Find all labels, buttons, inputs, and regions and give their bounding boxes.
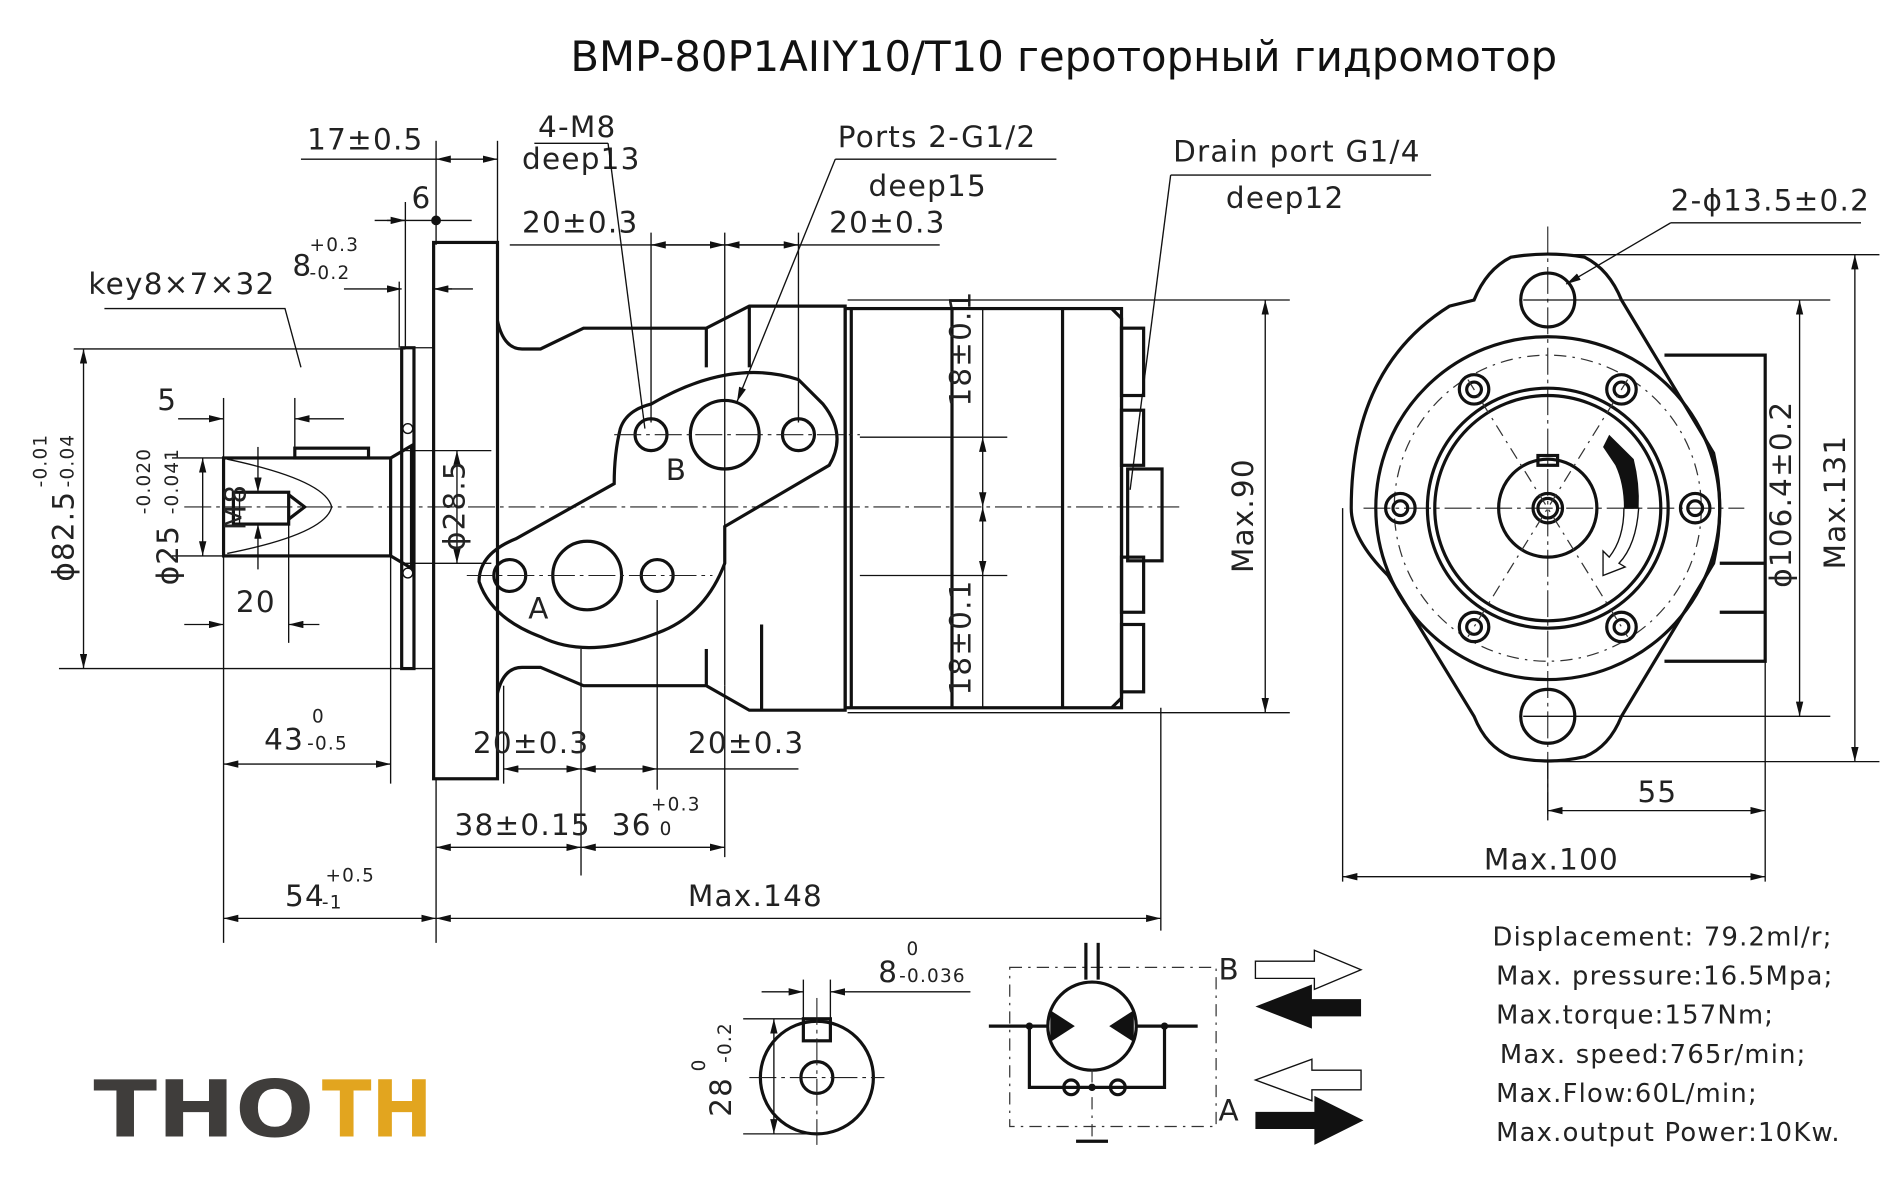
dim-max131: Max.131 bbox=[1818, 435, 1852, 570]
dim-25-upper: -0.020 bbox=[134, 448, 155, 514]
motor-housing bbox=[495, 304, 1124, 712]
key-label: key8×7×32 bbox=[88, 267, 275, 301]
arrow-left-solid-icon bbox=[1255, 984, 1362, 1029]
dim-43-base: 43 bbox=[264, 722, 304, 756]
dim-54-upper: +0.5 bbox=[326, 866, 376, 887]
dim-max148: Max.148 bbox=[688, 879, 823, 913]
dim-28-5: ϕ28.5 bbox=[437, 460, 471, 551]
dim-20-left-top: 20±0.3 bbox=[522, 206, 638, 240]
dim-20-shaft: 20 bbox=[236, 585, 276, 619]
dim-20-left-bottom: 20±0.3 bbox=[473, 726, 589, 760]
end-cap-bolts bbox=[1119, 326, 1164, 694]
shaft-dim-8-upper: 0 bbox=[907, 939, 920, 960]
hydraulic-symbol: B A bbox=[988, 942, 1364, 1145]
dim-25-base: ϕ25 bbox=[151, 525, 185, 585]
spec-speed: Max. speed:765r/min; bbox=[1500, 1040, 1807, 1070]
shaft-dim-8-lower: -0.036 bbox=[899, 966, 966, 987]
dim-106: ϕ106.4±0.2 bbox=[1764, 401, 1798, 588]
dim-6: 6 bbox=[412, 181, 432, 215]
port-b-label: B bbox=[666, 453, 687, 487]
arrow-left-outline-icon bbox=[1253, 1058, 1362, 1102]
bottom-dimensions: 43 0 -0.5 20±0.3 20±0.3 38±0.15 36 +0.3 … bbox=[222, 555, 1162, 943]
shaft-dim-28-upper: 0 bbox=[689, 1059, 710, 1072]
right-dimensions: 18±0.1 18±0.1 Max.90 bbox=[847, 290, 1290, 714]
shaft-dim-28-base: 28 bbox=[704, 1077, 738, 1117]
dim-20-right-top: 20±0.3 bbox=[829, 206, 945, 240]
arrow-right-outline-icon bbox=[1254, 949, 1363, 991]
left-dimensions: ϕ82.5 -0.01 -0.04 ϕ25 -0.020 -0.041 M8 5… bbox=[31, 348, 492, 669]
dim-82-base: ϕ82.5 bbox=[47, 491, 81, 582]
ports-bottom: deep15 bbox=[868, 169, 987, 203]
dim-54-lower: -1 bbox=[322, 893, 343, 914]
flange-bolts bbox=[1384, 373, 1712, 644]
side-view: B A 17±0.5 6 8 +0.3 -0.2 bbox=[31, 110, 1432, 943]
dim-43-upper: 0 bbox=[312, 706, 325, 727]
dim-8-base: 8 bbox=[292, 249, 312, 283]
thoth-logo: THO TH bbox=[93, 1063, 432, 1155]
front-view: 2-ϕ13.5±0.2 Max.131 ϕ106.4±0.2 55 Max.10… bbox=[1341, 184, 1880, 882]
drawing-title: BMP-80P1AIIY10/T10 героторный гидромотор bbox=[570, 32, 1557, 81]
dim-55: 55 bbox=[1637, 775, 1677, 809]
spec-list: Displacement: 79.2ml/r; Max. pressure:16… bbox=[1492, 922, 1841, 1148]
port-a-label: A bbox=[528, 591, 549, 625]
dim-20-right-bottom: 20±0.3 bbox=[688, 726, 804, 760]
m8-holes-top: 4-M8 bbox=[538, 110, 616, 144]
dim-8-lower: -0.2 bbox=[310, 263, 351, 284]
top-dimensions: 17±0.5 6 8 +0.3 -0.2 key8×7×32 4-M8 deep… bbox=[58, 110, 1432, 686]
dim-82-lower: -0.04 bbox=[58, 434, 79, 488]
drain-bottom: deep12 bbox=[1226, 181, 1345, 215]
shaft-section: 8 0 -0.036 28 0 -0.2 bbox=[689, 939, 971, 1145]
drain-top: Drain port G1/4 bbox=[1173, 135, 1421, 169]
dim-m8: M8 bbox=[219, 484, 253, 530]
spec-flow: Max.Flow:60L/min; bbox=[1496, 1079, 1758, 1109]
dim-5: 5 bbox=[157, 383, 177, 417]
logo-text-gold: TH bbox=[322, 1063, 433, 1155]
dim-25-lower: -0.041 bbox=[162, 448, 183, 514]
mounting-flange bbox=[400, 240, 500, 781]
logo-text-dark: THO bbox=[93, 1063, 314, 1155]
holes-label: 2-ϕ13.5±0.2 bbox=[1671, 184, 1871, 218]
symbol-port-b: B bbox=[1219, 953, 1240, 987]
dim-max100: Max.100 bbox=[1484, 842, 1619, 876]
shaft-dim-28-lower: -0.2 bbox=[715, 1022, 736, 1063]
dim-38: 38±0.15 bbox=[455, 808, 591, 842]
dim-17: 17±0.5 bbox=[307, 122, 423, 156]
port-plate: B A bbox=[466, 370, 860, 650]
spec-torque: Max.torque:157Nm; bbox=[1496, 1001, 1774, 1031]
spec-power: Max.output Power:10Kw. bbox=[1496, 1118, 1841, 1148]
rotation-arrow-reverse-icon bbox=[1602, 507, 1640, 577]
rotation-arrow-icon bbox=[1603, 434, 1639, 509]
dim-8-upper: +0.3 bbox=[310, 235, 360, 256]
dim-max90: Max.90 bbox=[1226, 458, 1260, 573]
dim-82-upper: -0.01 bbox=[31, 434, 52, 488]
spec-pressure: Max. pressure:16.5Mpa; bbox=[1496, 962, 1833, 992]
arrow-right-solid-icon bbox=[1255, 1095, 1364, 1145]
symbol-port-a: A bbox=[1219, 1093, 1240, 1127]
ports-top: Ports 2-G1/2 bbox=[838, 120, 1037, 154]
dim-36-lower: 0 bbox=[660, 819, 673, 840]
dim-36-upper: +0.3 bbox=[651, 795, 701, 816]
spec-displacement: Displacement: 79.2ml/r; bbox=[1492, 922, 1832, 952]
m8-holes-bottom: deep13 bbox=[522, 142, 641, 176]
dim-36-base: 36 bbox=[612, 808, 652, 842]
shaft-dim-8-base: 8 bbox=[878, 955, 898, 989]
dim-54-base: 54 bbox=[285, 879, 325, 913]
dim-18-lower: 18±0.1 bbox=[943, 579, 977, 695]
dim-18-upper: 18±0.1 bbox=[943, 290, 977, 406]
dim-43-lower: -0.5 bbox=[307, 733, 348, 754]
